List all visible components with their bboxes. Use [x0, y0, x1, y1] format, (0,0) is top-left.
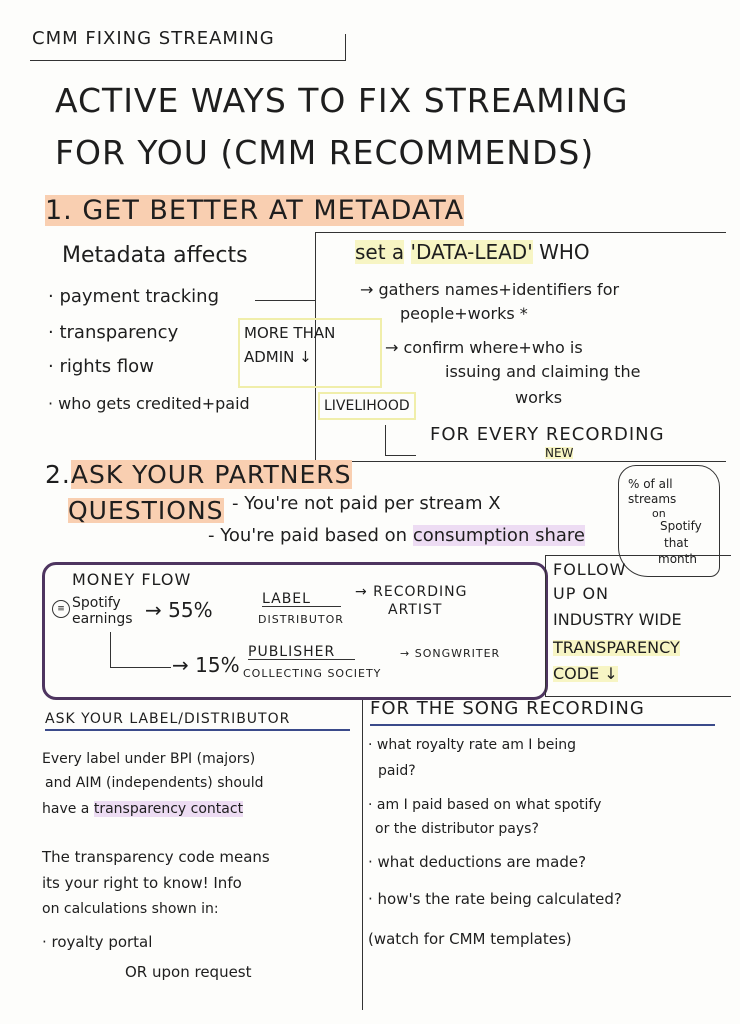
- left-line: on calculations shown in:: [42, 901, 219, 917]
- affects-item: · payment tracking: [48, 286, 220, 307]
- data-lead-point: people+works *: [400, 304, 528, 323]
- left-line: OR upon request: [125, 963, 252, 981]
- connector: [255, 300, 315, 301]
- questions-label: QUESTIONS: [68, 496, 224, 525]
- more-than-text: MORE THAN: [244, 324, 336, 342]
- column-divider: [362, 700, 363, 1010]
- follow-text: INDUSTRY WIDE: [553, 610, 682, 629]
- paid-based-text: - You're paid based on: [208, 525, 408, 546]
- pct-55: → 55%: [145, 598, 213, 622]
- right-line: or the distributor pays?: [375, 821, 539, 837]
- new-label: NEW: [545, 446, 574, 460]
- left-line: · royalty portal: [42, 933, 153, 951]
- right-line: · how's the rate being calculated?: [368, 890, 622, 908]
- distributor-text: DISTRIBUTOR: [258, 613, 344, 626]
- num: 2.: [45, 460, 71, 489]
- follow-box: [545, 555, 731, 697]
- left-line: have a transparency contact: [42, 801, 244, 817]
- affects-text: transparency: [59, 322, 179, 343]
- connector: [385, 425, 416, 456]
- section2-heading: 2.ASK YOUR PARTNERS: [45, 460, 352, 489]
- affects-text: who gets credited+paid: [58, 394, 250, 413]
- money-flow-title: MONEY FLOW: [72, 570, 192, 589]
- artist-text: ARTIST: [388, 602, 443, 618]
- cloud-text: streams: [628, 492, 677, 506]
- right-line: · am I paid based on what spotify: [368, 797, 602, 813]
- pct: 55%: [168, 598, 213, 622]
- section1-heading: 1. GET BETTER AT METADATA: [45, 195, 465, 226]
- left-line: and AIM (independents) should: [45, 775, 264, 791]
- label-text: LABEL: [262, 592, 341, 607]
- collecting-society-text: COLLECTING SOCIETY: [243, 667, 382, 680]
- right-line: (watch for CMM templates): [368, 930, 572, 948]
- spotify-icon: ≡: [52, 600, 70, 618]
- admin-label: ADMIN: [244, 348, 295, 366]
- affects-text: payment tracking: [59, 286, 220, 307]
- data-lead: 'DATA-LEAD': [410, 240, 533, 264]
- data-lead-point: works: [515, 388, 563, 407]
- title-line2: FOR YOU (CMM RECOMMENDS): [55, 133, 595, 172]
- paid-based-on: - You're paid based on consumption share: [208, 525, 585, 546]
- follow-text: UP ON: [553, 584, 610, 603]
- who: WHO: [539, 240, 590, 264]
- header-bracket: [30, 34, 346, 61]
- right-line: paid?: [378, 763, 416, 779]
- right-line: · what deductions are made?: [368, 853, 587, 871]
- left-col-heading: ASK YOUR LABEL/DISTRIBUTOR: [45, 712, 350, 731]
- spotify-label: Spotify: [72, 595, 121, 611]
- affects-item: · rights flow: [48, 356, 154, 377]
- data-lead-box: [315, 232, 726, 462]
- for-every-recording: FOR EVERY RECORDING: [430, 424, 665, 445]
- left-line: its your right to know! Info: [42, 874, 242, 892]
- affects-text: rights flow: [59, 356, 154, 377]
- songwriter-text: → SONGWRITER: [400, 647, 501, 660]
- header-tag: CMM FIXING STREAMING: [32, 28, 275, 49]
- more-than-admin-box: [238, 318, 382, 388]
- text: have a: [42, 801, 90, 817]
- code-text: CODE ↓: [553, 664, 618, 683]
- right-col-heading: FOR THE SONG RECORDING: [370, 700, 715, 726]
- recording-text: → RECORDING: [355, 584, 468, 600]
- affects-item: · transparency: [48, 322, 179, 343]
- data-lead-point: issuing and claiming the: [445, 362, 641, 381]
- earnings-label: earnings: [72, 611, 133, 627]
- livelihood-text: LIVELIHOOD: [318, 392, 416, 420]
- publisher-text: PUBLISHER: [248, 645, 356, 660]
- money-flow-box: [42, 562, 548, 700]
- pct: 15%: [195, 653, 240, 677]
- cloud-text: month: [658, 552, 697, 566]
- cloud-note: [618, 465, 720, 577]
- cloud-text: on: [652, 507, 666, 520]
- data-lead-heading: set a 'DATA-LEAD' WHO: [355, 240, 590, 264]
- pct-15: → 15%: [172, 653, 240, 677]
- transparency-contact: transparency contact: [93, 801, 244, 817]
- cloud-text: Spotify: [660, 519, 702, 533]
- metadata-affects-label: Metadata affects: [62, 243, 248, 268]
- flow-arrow: [110, 632, 171, 668]
- right-line: · what royalty rate am I being: [368, 737, 577, 753]
- set-a: set a: [355, 240, 405, 264]
- data-lead-point: → gathers names+identifiers for: [360, 280, 620, 299]
- left-line: Every label under BPI (majors): [42, 751, 256, 767]
- transparency-text: TRANSPARENCY: [553, 638, 680, 657]
- admin-text: ADMIN ↓: [244, 348, 312, 366]
- follow-text: FOLLOW: [553, 560, 627, 579]
- left-line: The transparency code means: [42, 848, 270, 866]
- consumption-share: consumption share: [412, 525, 585, 546]
- title-line1: ACTIVE WAYS TO FIX STREAMING: [55, 81, 629, 120]
- section1-heading-text: 1. GET BETTER AT METADATA: [45, 195, 465, 226]
- not-paid-per-stream: - You're not paid per stream X: [232, 493, 501, 514]
- data-lead-point: → confirm where+who is: [385, 338, 583, 357]
- heading-text: ASK YOUR PARTNERS: [70, 460, 352, 489]
- cloud-text: that: [664, 536, 689, 550]
- cloud-text: % of all: [628, 477, 673, 491]
- affects-item: · who gets credited+paid: [48, 394, 250, 413]
